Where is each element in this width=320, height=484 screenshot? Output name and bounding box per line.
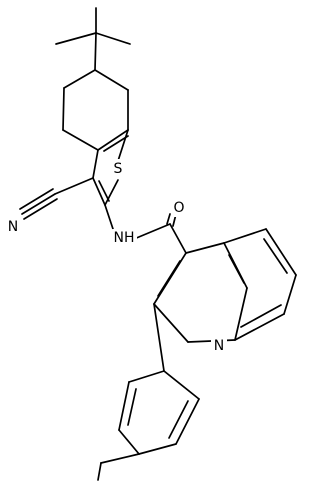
bond — [117, 129, 129, 162]
bond — [234, 313, 285, 341]
bond — [118, 381, 130, 431]
bond — [98, 180, 110, 202]
bond — [97, 129, 129, 151]
cyclohexene-ring — [62, 69, 129, 151]
bond — [103, 135, 129, 152]
oxygen-atom-label: O — [171, 199, 187, 217]
bond — [95, 32, 131, 45]
chemical-structure-diagram: S O N NH N — [5, 7, 297, 481]
bond — [265, 228, 297, 276]
bond — [118, 429, 140, 455]
sulfur-atom-label: S — [110, 159, 126, 177]
bond — [97, 462, 102, 481]
bond — [166, 213, 171, 225]
svg-text:NH: NH — [114, 230, 135, 246]
svg-text:N: N — [8, 219, 18, 235]
bond — [153, 303, 189, 343]
amide-linker — [104, 204, 187, 254]
bond — [133, 223, 171, 240]
bond — [62, 87, 65, 131]
svg-text:S: S — [114, 161, 123, 177]
bond — [240, 304, 282, 328]
bond — [185, 242, 225, 254]
bond — [228, 254, 245, 284]
bond — [127, 388, 137, 426]
bond — [128, 370, 165, 383]
bond — [263, 238, 288, 274]
svg-text:N: N — [214, 338, 224, 354]
bond — [100, 453, 140, 464]
bond — [104, 204, 115, 233]
bond — [21, 193, 56, 215]
bond — [163, 370, 200, 400]
bond — [223, 228, 267, 244]
bond — [169, 223, 187, 254]
svg-text:O: O — [173, 200, 184, 216]
atom-labels: S O N NH N — [5, 159, 227, 355]
bond — [234, 287, 248, 341]
bond — [23, 198, 58, 220]
bond — [168, 400, 189, 439]
bond — [104, 179, 119, 206]
bond — [157, 260, 181, 297]
bond — [63, 69, 96, 89]
ethylphenyl-group — [97, 303, 200, 481]
nitrile-group — [19, 177, 94, 220]
bond — [92, 177, 106, 206]
bond — [55, 32, 97, 45]
tert-butyl-group — [55, 7, 131, 71]
quinoline-nitrogen-label: N — [211, 337, 227, 355]
bond — [19, 188, 54, 210]
thiophene-ring — [92, 129, 129, 206]
bond — [94, 32, 97, 71]
bond — [92, 149, 99, 179]
bond — [175, 398, 200, 445]
amide-nh-label: NH — [111, 229, 137, 247]
bond — [138, 443, 177, 455]
bond — [54, 177, 94, 195]
bond — [283, 274, 297, 315]
quinoline-ring — [153, 228, 297, 343]
nitrile-nitrogen-label: N — [5, 218, 21, 236]
bond — [153, 303, 165, 372]
bond — [62, 129, 99, 151]
bond — [94, 69, 129, 91]
